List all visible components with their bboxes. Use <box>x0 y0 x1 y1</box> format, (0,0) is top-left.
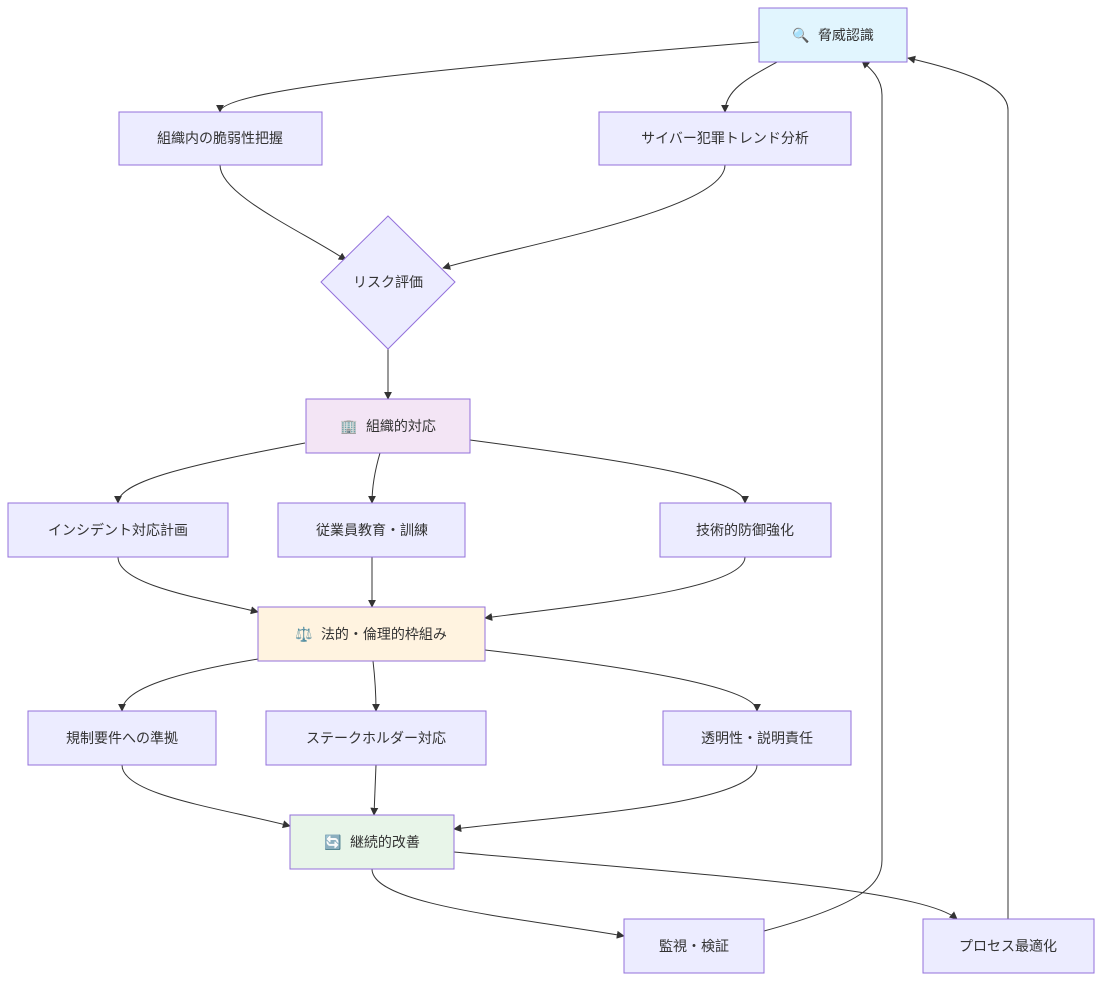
nodes: 🔍 脅威認識 組織内の脆弱性把握 サイバー犯罪トレンド分析 リスク評価 🏢 組織… <box>7 7 1095 974</box>
node-organizational-response[interactable]: 🏢 組織的対応 <box>305 398 471 454</box>
node-incident-response-plan-label: インシデント対応計画 <box>48 522 188 539</box>
edge-transparency-to-improve <box>453 764 758 833</box>
svg-text:🏢 組織的対応: 🏢 組織的対応 <box>340 419 436 435</box>
node-regulatory-compliance[interactable]: 規制要件への準拠 <box>27 710 217 766</box>
node-legal-ethical-framework[interactable]: ⚖️ 法的・倫理的枠組み <box>257 606 486 662</box>
edge-improve-to-monitor <box>371 868 625 939</box>
node-monitoring-verification-label: 監視・検証 <box>659 938 729 955</box>
svg-text:🔍 脅威認識: 🔍 脅威認識 <box>792 26 874 44</box>
office-building-icon: 🏢 <box>340 419 357 435</box>
svg-text:🔄 継続的改善: 🔄 継続的改善 <box>324 834 420 851</box>
node-regulatory-compliance-label: 規制要件への準拠 <box>66 731 178 747</box>
cycle-arrows-icon: 🔄 <box>324 834 341 851</box>
node-cybercrime-trend-analysis-label: サイバー犯罪トレンド分析 <box>641 131 809 147</box>
node-technical-defense-label: 技術的防御強化 <box>696 523 794 539</box>
node-employee-training-label: 従業員教育・訓練 <box>316 523 428 539</box>
edge-compliance-to-improve <box>121 764 291 829</box>
node-risk-evaluation[interactable]: リスク評価 <box>320 215 456 350</box>
node-continuous-improvement[interactable]: 🔄 継続的改善 <box>289 814 455 870</box>
node-vulnerability-assessment[interactable]: 組織内の脆弱性把握 <box>118 111 323 166</box>
edge-improve-to-optimize <box>453 851 958 920</box>
edge-legal-to-stakeholder <box>371 660 380 712</box>
node-transparency-accountability[interactable]: 透明性・説明責任 <box>662 710 852 766</box>
edge-vuln-to-risk <box>219 164 347 261</box>
edge-threat-to-trend <box>721 61 778 113</box>
node-stakeholder-response[interactable]: ステークホルダー対応 <box>265 710 487 766</box>
node-employee-training[interactable]: 従業員教育・訓練 <box>277 502 466 558</box>
edges <box>114 41 1009 939</box>
node-process-optimization[interactable]: プロセス最適化 <box>922 918 1095 974</box>
svg-text:⚖️ 法的・倫理的枠組み: ⚖️ 法的・倫理的枠組み <box>295 626 447 643</box>
node-transparency-accountability-label: 透明性・説明責任 <box>701 731 813 747</box>
edge-optimize-to-threat <box>907 55 1009 919</box>
node-process-optimization-label: プロセス最適化 <box>959 938 1057 955</box>
magnifier-icon: 🔍 <box>792 26 809 44</box>
node-incident-response-plan[interactable]: インシデント対応計画 <box>7 502 229 558</box>
edge-org-to-tech <box>469 439 749 504</box>
edge-threat-to-vuln <box>216 41 760 113</box>
node-threat-recognition[interactable]: 🔍 脅威認識 <box>758 7 908 63</box>
edge-legal-to-transparency <box>484 649 761 712</box>
edge-monitor-to-threat <box>763 60 883 932</box>
edge-org-to-incident <box>114 442 306 504</box>
node-stakeholder-response-label: ステークホルダー対応 <box>306 731 446 747</box>
node-cybercrime-trend-analysis[interactable]: サイバー犯罪トレンド分析 <box>598 111 852 166</box>
node-risk-evaluation-label: リスク評価 <box>353 275 423 291</box>
node-organizational-response-label: 組織的対応 <box>366 419 436 435</box>
node-technical-defense[interactable]: 技術的防御強化 <box>659 502 832 558</box>
edge-trend-to-risk <box>442 164 726 270</box>
node-continuous-improvement-label: 継続的改善 <box>350 834 420 851</box>
edge-incident-to-legal <box>117 556 259 615</box>
node-threat-recognition-label: 脅威認識 <box>818 28 874 44</box>
node-legal-ethical-framework-label: 法的・倫理的枠組み <box>321 627 447 643</box>
node-monitoring-verification[interactable]: 監視・検証 <box>623 918 765 974</box>
edge-tech-to-legal <box>484 556 746 621</box>
edge-stakeholder-to-improve <box>370 764 379 816</box>
edge-legal-to-compliance <box>118 658 259 712</box>
edge-org-to-training <box>368 452 381 504</box>
node-vulnerability-assessment-label: 組織内の脆弱性把握 <box>157 130 283 147</box>
balance-scale-icon: ⚖️ <box>295 626 312 643</box>
